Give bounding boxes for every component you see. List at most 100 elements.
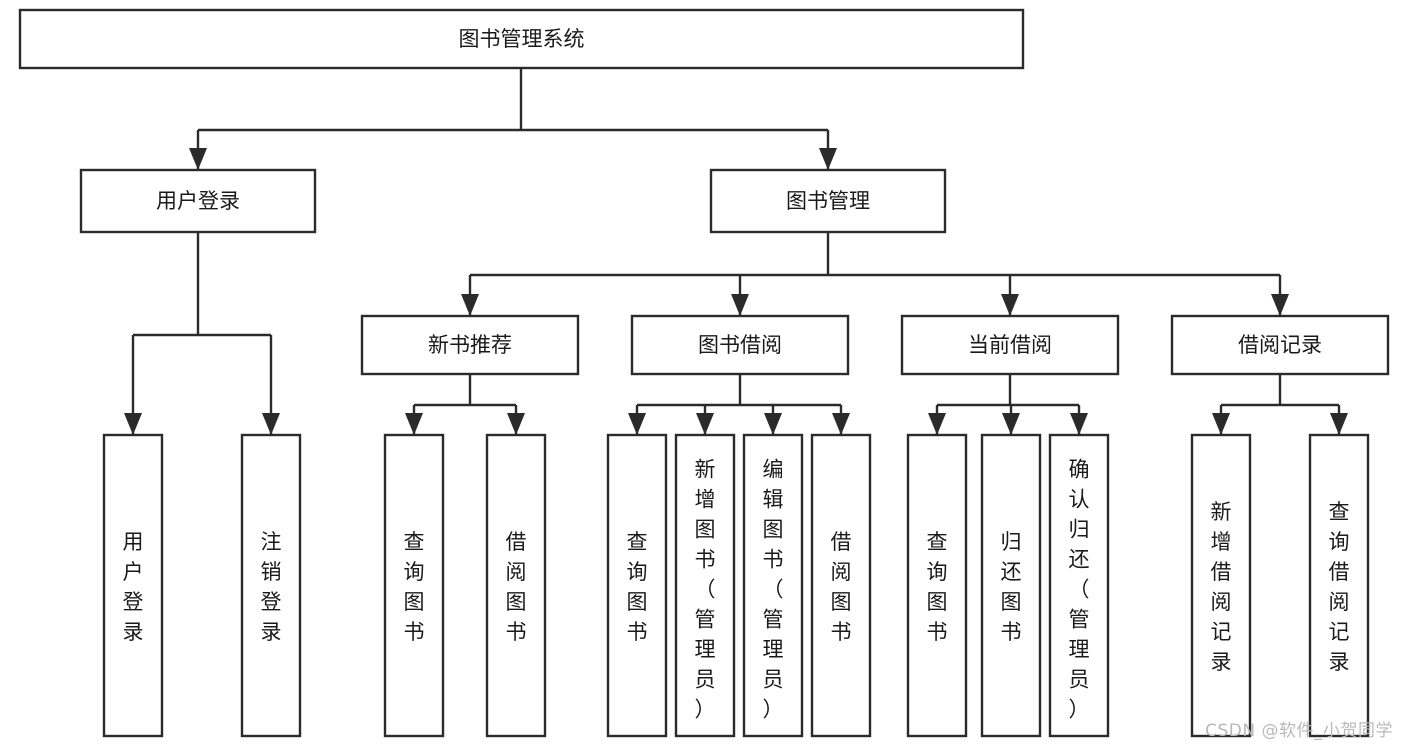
- edge-borrow-record-to-leaf-add-record: [1212, 405, 1230, 435]
- node-root[interactable]: 图书管理系统: [18, 8, 1025, 70]
- connector-new-book-rec-children: [414, 374, 516, 407]
- node-label-user-login: 用户登录: [156, 189, 240, 213]
- node-box-leaf-logout[interactable]: [240, 433, 302, 738]
- node-label-leaf-confirm-return: 确认归还（管理员）: [1069, 457, 1090, 721]
- nodes-layer: 图书管理系统用户登录图书管理新书推荐图书借阅当前借阅借阅记录用户登录注销登录查询…: [18, 8, 1390, 738]
- node-box-leaf-borrow-book-1[interactable]: [485, 433, 547, 738]
- arrow-head-icon: [1271, 294, 1289, 316]
- node-box-leaf-query-book-1[interactable]: [383, 433, 445, 738]
- node-borrow-record[interactable]: 借阅记录: [1170, 314, 1390, 376]
- node-leaf-borrow-book-1[interactable]: 借阅图书: [485, 433, 547, 738]
- node-leaf-query-book-2[interactable]: 查询图书: [606, 433, 668, 738]
- arrow-head-icon: [1002, 413, 1020, 435]
- edge-root-to-book-manage: [819, 130, 837, 170]
- arrow-head-icon: [189, 148, 207, 170]
- edge-current-borrow-to-leaf-confirm-return: [1070, 405, 1088, 435]
- node-leaf-add-book[interactable]: 新增图书（管理员）: [674, 433, 736, 738]
- node-label-leaf-borrow-book-1: 借阅图书: [506, 530, 527, 644]
- node-box-new-book-rec[interactable]: [360, 314, 580, 376]
- node-current-borrow[interactable]: 当前借阅: [900, 314, 1120, 376]
- node-box-leaf-query-book-2[interactable]: [606, 433, 668, 738]
- arrow-head-icon: [764, 413, 782, 435]
- node-box-root[interactable]: [18, 8, 1025, 70]
- node-box-leaf-add-book[interactable]: [674, 433, 736, 738]
- arrow-head-icon: [731, 294, 749, 316]
- node-box-borrow-record[interactable]: [1170, 314, 1390, 376]
- edge-user-login-to-leaf-logout: [262, 335, 280, 435]
- node-leaf-borrow-book-2[interactable]: 借阅图书: [810, 433, 872, 738]
- edge-root-to-user-login: [189, 130, 207, 170]
- node-leaf-edit-book[interactable]: 编辑图书（管理员）: [742, 433, 804, 738]
- node-leaf-user-login[interactable]: 用户登录: [102, 433, 164, 738]
- arrow-head-icon: [819, 148, 837, 170]
- node-box-leaf-query-record[interactable]: [1308, 433, 1370, 738]
- edge-book-manage-to-borrow-record: [1271, 275, 1289, 316]
- node-box-book-borrow[interactable]: [630, 314, 850, 376]
- connector-borrow-record-children: [1221, 374, 1339, 407]
- arrow-head-icon: [1212, 413, 1230, 435]
- node-box-leaf-add-record[interactable]: [1190, 433, 1252, 738]
- node-label-leaf-edit-book: 编辑图书（管理员）: [763, 457, 784, 721]
- edge-book-borrow-to-leaf-edit-book: [764, 405, 782, 435]
- node-new-book-rec[interactable]: 新书推荐: [360, 314, 580, 376]
- watermark-text: CSDN @软件_小贺同学: [1205, 721, 1393, 741]
- edge-new-book-rec-to-leaf-query-book-1: [405, 405, 423, 435]
- node-leaf-query-book-1[interactable]: 查询图书: [383, 433, 445, 738]
- node-leaf-return-book[interactable]: 归还图书: [980, 433, 1042, 738]
- edge-user-login-to-leaf-user-login: [124, 335, 142, 435]
- edge-book-borrow-to-leaf-borrow-book-2: [832, 405, 850, 435]
- arrow-head-icon: [1001, 294, 1019, 316]
- arrow-head-icon: [124, 413, 142, 435]
- edge-current-borrow-to-leaf-query-book-3: [928, 405, 946, 435]
- node-box-leaf-edit-book[interactable]: [742, 433, 804, 738]
- edge-book-manage-to-current-borrow: [1001, 275, 1019, 316]
- connectors-layer: [124, 68, 1348, 435]
- node-label-leaf-query-record: 查询借阅记录: [1329, 500, 1350, 674]
- node-box-user-login[interactable]: [79, 168, 317, 234]
- node-label-leaf-return-book: 归还图书: [1001, 530, 1022, 644]
- node-label-root: 图书管理系统: [459, 27, 585, 51]
- arrow-head-icon: [1330, 413, 1348, 435]
- node-leaf-query-book-3[interactable]: 查询图书: [906, 433, 968, 738]
- node-box-leaf-query-book-3[interactable]: [906, 433, 968, 738]
- connector-current-borrow-children: [937, 374, 1079, 407]
- node-box-leaf-confirm-return[interactable]: [1048, 433, 1110, 738]
- connector-root-to-level2: [198, 68, 828, 132]
- node-box-book-manage[interactable]: [709, 168, 947, 234]
- node-book-borrow[interactable]: 图书借阅: [630, 314, 850, 376]
- connector-user-login-children: [133, 232, 271, 337]
- arrow-head-icon: [1070, 413, 1088, 435]
- node-label-leaf-add-book: 新增图书（管理员）: [695, 457, 716, 721]
- edge-book-manage-to-new-book-rec: [461, 275, 479, 316]
- node-book-manage[interactable]: 图书管理: [709, 168, 947, 234]
- arrow-head-icon: [507, 413, 525, 435]
- arrow-head-icon: [405, 413, 423, 435]
- arrow-head-icon: [461, 294, 479, 316]
- node-leaf-confirm-return[interactable]: 确认归还（管理员）: [1048, 433, 1110, 738]
- node-leaf-query-record[interactable]: 查询借阅记录: [1308, 433, 1370, 738]
- edge-book-manage-to-book-borrow: [731, 275, 749, 316]
- arrow-head-icon: [832, 413, 850, 435]
- node-label-current-borrow: 当前借阅: [968, 333, 1052, 357]
- node-label-leaf-logout: 注销登录: [261, 530, 282, 644]
- node-box-leaf-user-login[interactable]: [102, 433, 164, 738]
- node-label-book-manage: 图书管理: [786, 189, 870, 213]
- node-user-login[interactable]: 用户登录: [79, 168, 317, 234]
- node-label-leaf-add-record: 新增借阅记录: [1211, 500, 1232, 674]
- node-leaf-logout[interactable]: 注销登录: [240, 433, 302, 738]
- node-box-leaf-borrow-book-2[interactable]: [810, 433, 872, 738]
- edge-borrow-record-to-leaf-query-record: [1330, 405, 1348, 435]
- arrow-head-icon: [696, 413, 714, 435]
- connector-book-borrow-children: [637, 374, 841, 407]
- edge-current-borrow-to-leaf-return-book: [1002, 405, 1020, 435]
- node-box-leaf-return-book[interactable]: [980, 433, 1042, 738]
- node-label-leaf-query-book-2: 查询图书: [627, 530, 648, 644]
- node-leaf-add-record[interactable]: 新增借阅记录: [1190, 433, 1252, 738]
- arrow-head-icon: [928, 413, 946, 435]
- node-label-borrow-record: 借阅记录: [1238, 333, 1322, 357]
- node-label-leaf-borrow-book-2: 借阅图书: [831, 530, 852, 644]
- node-label-new-book-rec: 新书推荐: [428, 333, 512, 357]
- node-box-current-borrow[interactable]: [900, 314, 1120, 376]
